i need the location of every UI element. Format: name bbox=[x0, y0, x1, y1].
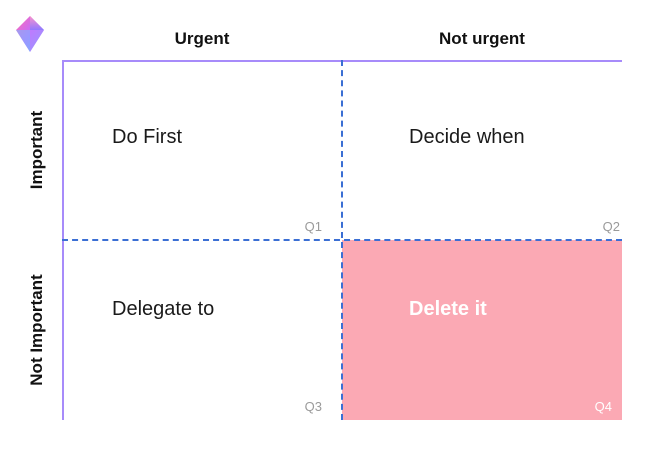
quadrant-label: Delete it bbox=[409, 298, 487, 320]
quadrant-q1[interactable]: Do First Q1 bbox=[62, 60, 342, 240]
diamond-logo-icon bbox=[12, 14, 48, 54]
quadrant-q2[interactable]: Decide when Q2 bbox=[342, 60, 622, 240]
quadrant-label: Delegate to bbox=[112, 298, 215, 320]
column-header-not-urgent: Not urgent bbox=[439, 29, 525, 48]
quadrant-tag: Q2 bbox=[602, 219, 620, 234]
row-header-important: Important bbox=[27, 110, 46, 190]
quadrant-q3[interactable]: Delegate to Q3 bbox=[62, 240, 342, 420]
quadrant-label: Decide when bbox=[409, 126, 525, 148]
quadrant-label: Do First bbox=[112, 126, 182, 148]
quadrant-tag: Q1 bbox=[304, 219, 322, 234]
horizontal-divider bbox=[62, 239, 622, 241]
quadrant-q4[interactable]: Delete it Q4 bbox=[342, 240, 622, 420]
column-header-urgent: Urgent bbox=[174, 29, 230, 48]
quadrant-tag: Q4 bbox=[594, 399, 612, 414]
priority-matrix: Do First Q1 Decide when Q2 Delegate to Q… bbox=[62, 60, 622, 420]
quadrant-tag: Q3 bbox=[304, 399, 322, 414]
row-header-not-important: Not Important bbox=[27, 274, 46, 386]
